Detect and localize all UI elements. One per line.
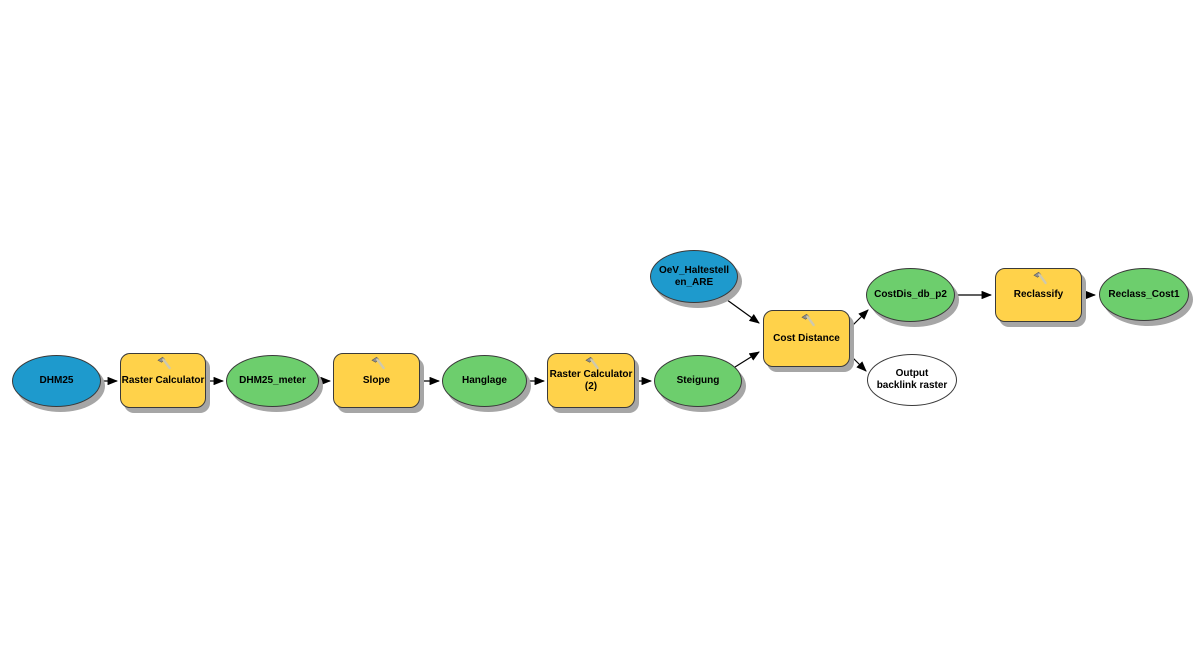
- node-label: DHM25: [39, 375, 74, 386]
- output-data-node-output-backlink-raster[interactable]: Output backlink raster: [867, 354, 957, 406]
- tool-node-raster-calculator-2[interactable]: Raster Calculator (2): [547, 353, 635, 408]
- derived-data-node-hanglage[interactable]: Hanglage: [442, 355, 527, 407]
- input-data-node-oev-haltestellen-are[interactable]: OeV_Haltestell en_ARE: [650, 250, 738, 303]
- edge-oev-haltestellen-to-cost-distance[interactable]: [722, 296, 760, 324]
- node-label: Raster Calculator (2): [549, 368, 633, 392]
- tool-node-cost-distance[interactable]: Cost Distance: [763, 310, 850, 367]
- hammer-tool-icon: [157, 356, 172, 370]
- node-label: Steigung: [676, 375, 720, 386]
- node-label: CostDis_db_p2: [874, 289, 947, 300]
- tool-node-raster-calculator[interactable]: Raster Calculator: [120, 353, 206, 408]
- node-label: Slope: [362, 374, 391, 386]
- tool-node-reclassify[interactable]: Reclassify: [995, 268, 1082, 322]
- node-label: Cost Distance: [773, 332, 840, 344]
- hammer-tool-icon: [370, 356, 386, 370]
- node-label: Hanglage: [461, 375, 507, 386]
- node-label: Reclassify: [1013, 289, 1064, 300]
- tool-node-slope[interactable]: Slope: [333, 353, 420, 408]
- derived-data-node-reclass-cost1[interactable]: Reclass_Cost1: [1099, 268, 1189, 321]
- node-label: Raster Calculator: [121, 374, 205, 386]
- node-label: Reclass_Cost1: [1108, 288, 1180, 300]
- hammer-tool-icon: [800, 313, 816, 327]
- edge-steigung-to-cost-distance[interactable]: [734, 351, 760, 368]
- edge-cost-distance-to-costdis-db-p2[interactable]: [850, 309, 869, 328]
- derived-data-node-dhm25-meter[interactable]: DHM25_meter: [226, 355, 319, 407]
- input-data-node-dhm25[interactable]: DHM25: [12, 355, 101, 407]
- node-label: OeV_Haltestell en_ARE: [658, 264, 730, 288]
- node-label: DHM25_meter: [239, 375, 306, 386]
- edge-cost-distance-to-output-backlink[interactable]: [849, 354, 867, 372]
- derived-data-node-steigung[interactable]: Steigung: [654, 355, 742, 407]
- hammer-tool-icon: [1032, 271, 1048, 285]
- derived-data-node-costdis-db-p2[interactable]: CostDis_db_p2: [866, 268, 955, 322]
- node-label: Output backlink raster: [876, 368, 948, 391]
